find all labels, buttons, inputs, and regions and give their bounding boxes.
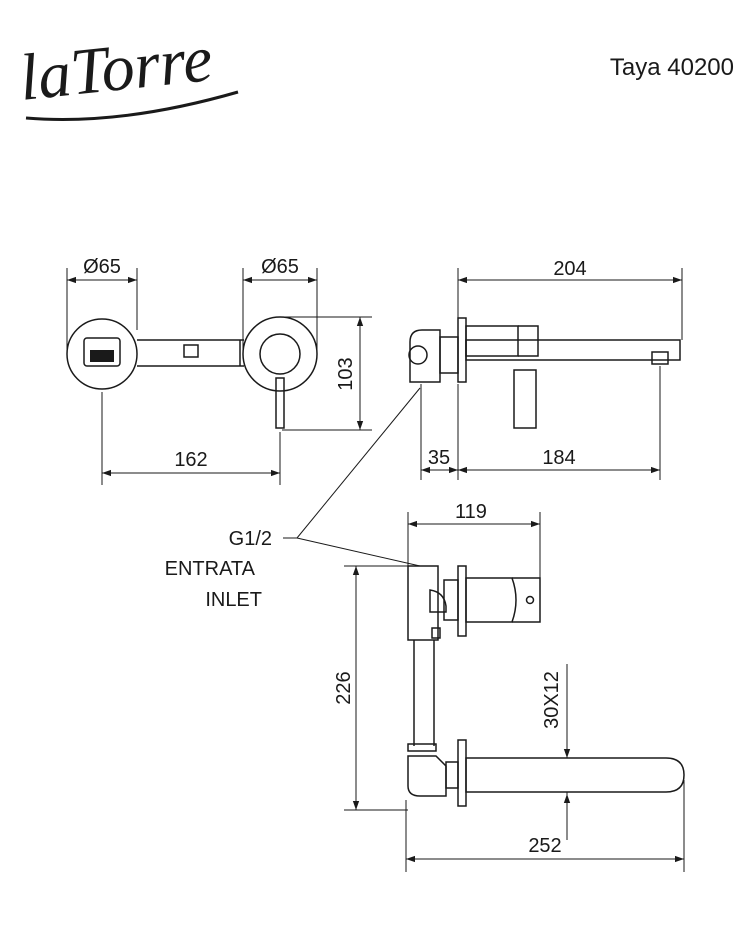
dim-top-width: 119 bbox=[455, 501, 487, 523]
top-pipe-collar bbox=[407, 743, 437, 752]
top-view bbox=[407, 565, 685, 807]
model-name: Taya 40200 bbox=[610, 54, 734, 81]
brand-logo-text: laTorre bbox=[16, 22, 216, 115]
front-left-rosette bbox=[66, 318, 138, 390]
side-body-nut bbox=[439, 336, 459, 374]
top-dimensions bbox=[344, 512, 685, 872]
dim-front-centers: 162 bbox=[174, 449, 207, 471]
brand-logo: laTorre bbox=[16, 22, 239, 122]
top-mixer-head bbox=[512, 577, 541, 623]
front-view bbox=[66, 316, 318, 429]
side-mixer-body bbox=[465, 325, 519, 357]
side-inlet-port bbox=[408, 345, 428, 365]
top-mixer-nut bbox=[443, 579, 459, 621]
side-spout bbox=[465, 339, 681, 361]
inlet-thread-label: G1/2 bbox=[229, 528, 272, 550]
side-aerator bbox=[651, 351, 669, 365]
side-view bbox=[408, 317, 681, 429]
dim-top-spout-section: 30X12 bbox=[541, 671, 563, 729]
inlet-leader-lines bbox=[283, 387, 421, 567]
front-body-window bbox=[183, 344, 199, 358]
top-mixer-body bbox=[465, 577, 517, 623]
inlet-label-it: ENTRATA bbox=[165, 558, 256, 580]
dim-front-dia-left: Ø65 bbox=[83, 256, 121, 278]
side-dimensions bbox=[420, 268, 683, 480]
front-mixer-cap bbox=[259, 333, 301, 375]
top-inlet-block bbox=[407, 565, 439, 641]
dim-top-total-length: 252 bbox=[528, 835, 561, 857]
top-wall-plate-lower bbox=[457, 739, 467, 807]
front-right-rosette bbox=[242, 316, 318, 392]
top-inlet-stub bbox=[431, 627, 441, 639]
side-inlet-elbow bbox=[409, 329, 441, 383]
top-spout-nut bbox=[445, 761, 459, 789]
front-diverter-slot bbox=[90, 350, 114, 362]
top-mixer-screw bbox=[525, 595, 535, 605]
dim-front-dia-right: Ø65 bbox=[261, 256, 299, 278]
front-diverter-knob bbox=[83, 337, 121, 367]
front-lever bbox=[275, 377, 285, 429]
dim-front-height: 103 bbox=[335, 357, 357, 390]
side-lever bbox=[513, 369, 537, 429]
dim-side-length: 204 bbox=[553, 258, 586, 280]
top-wall-plate-upper bbox=[457, 565, 467, 637]
logo-underline bbox=[25, 90, 239, 122]
dim-top-height: 226 bbox=[333, 671, 355, 704]
inlet-label-en: INLET bbox=[205, 589, 262, 611]
top-spout bbox=[465, 757, 685, 793]
top-lower-elbow bbox=[407, 755, 447, 797]
side-mixer-head bbox=[518, 325, 539, 357]
dim-side-depth: 35 bbox=[428, 447, 450, 469]
dim-side-spout-reach: 184 bbox=[542, 447, 575, 469]
front-dimensions bbox=[66, 268, 372, 485]
side-wall-plate bbox=[457, 317, 467, 383]
